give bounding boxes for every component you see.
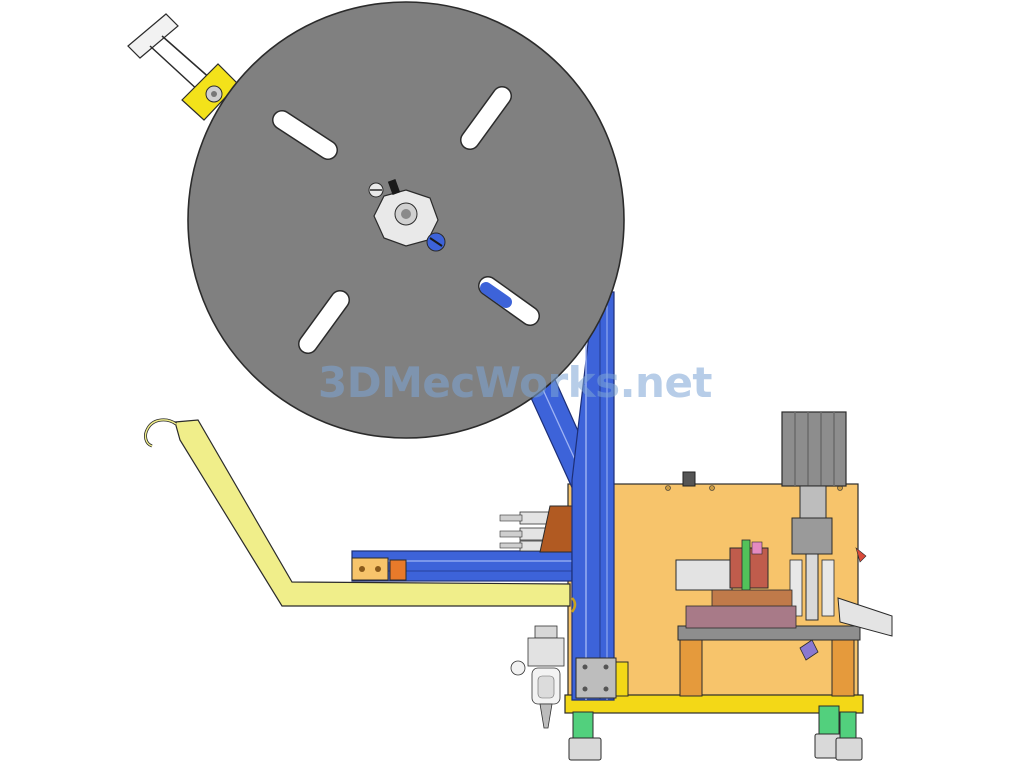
arm-bearing-hub xyxy=(211,91,217,97)
bracket-bolt xyxy=(582,686,588,692)
guide-hook-inner xyxy=(144,419,177,447)
cylinder-rod xyxy=(499,530,523,538)
pressure-gauge xyxy=(510,660,526,676)
column-latch xyxy=(570,597,577,613)
reel-icon xyxy=(187,1,625,439)
motor-flange xyxy=(799,485,827,519)
cabinet-top-switch xyxy=(682,471,696,487)
table-leg xyxy=(831,639,855,697)
tension-arm-assembly xyxy=(127,13,239,121)
beam-bolt xyxy=(375,566,381,572)
foot-back-pad xyxy=(835,737,863,761)
reel-hub-bore xyxy=(401,209,411,219)
arm-rod xyxy=(161,35,213,81)
arm-rod-frame xyxy=(127,13,179,59)
spindle-shaft xyxy=(805,553,819,621)
reel-lock-pin-slot xyxy=(429,237,443,247)
bracket-bolt xyxy=(582,664,588,670)
panel-bolt xyxy=(709,485,715,491)
cutter-bracket xyxy=(711,589,793,609)
guide-arm-body xyxy=(174,419,571,607)
brace-through-slot xyxy=(480,282,512,308)
reel-key xyxy=(387,179,401,195)
yellow-wire-guide xyxy=(143,418,571,607)
air-filter-regulator-icon xyxy=(510,625,565,729)
reel-slot-fill xyxy=(273,111,337,159)
guide-hook xyxy=(143,418,177,448)
machine-feet xyxy=(568,705,863,761)
foot-left-top xyxy=(572,711,594,739)
feed-mechanism xyxy=(675,411,893,697)
chute-purple xyxy=(799,639,819,661)
foot-back-top xyxy=(839,711,857,739)
foot-left-pad xyxy=(568,737,602,761)
vertical-column xyxy=(570,291,629,701)
work-table-slab xyxy=(685,605,797,629)
table-leg xyxy=(679,639,703,697)
cutter-pink-tab xyxy=(751,541,763,555)
beam-clamp xyxy=(389,559,407,581)
beam-end-block xyxy=(351,557,389,581)
cabinet-base-plate xyxy=(564,694,864,714)
foot-right-top xyxy=(818,705,840,735)
cylinder-rod xyxy=(499,514,523,522)
exit-tab xyxy=(855,547,867,563)
pneumatic-cylinders xyxy=(499,505,573,553)
horizontal-beam xyxy=(351,550,573,582)
bracket-bolt xyxy=(603,664,609,670)
column-base-bracket xyxy=(575,657,617,699)
filter-bowl-inner xyxy=(537,675,555,699)
bracket-bolt xyxy=(603,686,609,692)
panel-bolt xyxy=(665,485,671,491)
motor-icon xyxy=(781,411,847,519)
arm-rod xyxy=(149,45,201,93)
drain-valve xyxy=(539,703,553,729)
reel-slot-fill xyxy=(461,87,511,149)
cutter-cylinder xyxy=(675,559,733,591)
regulator-cap xyxy=(534,625,558,639)
motor-housing xyxy=(781,411,847,487)
beam-bolt xyxy=(359,566,365,572)
reel-slot-fill xyxy=(299,291,349,353)
spindle-coupling xyxy=(791,517,833,555)
cylinder-rod xyxy=(499,542,523,549)
regulator-body xyxy=(527,637,565,667)
guide-post xyxy=(821,559,835,617)
column-side-plate xyxy=(615,661,629,697)
exit-chute xyxy=(837,597,893,637)
